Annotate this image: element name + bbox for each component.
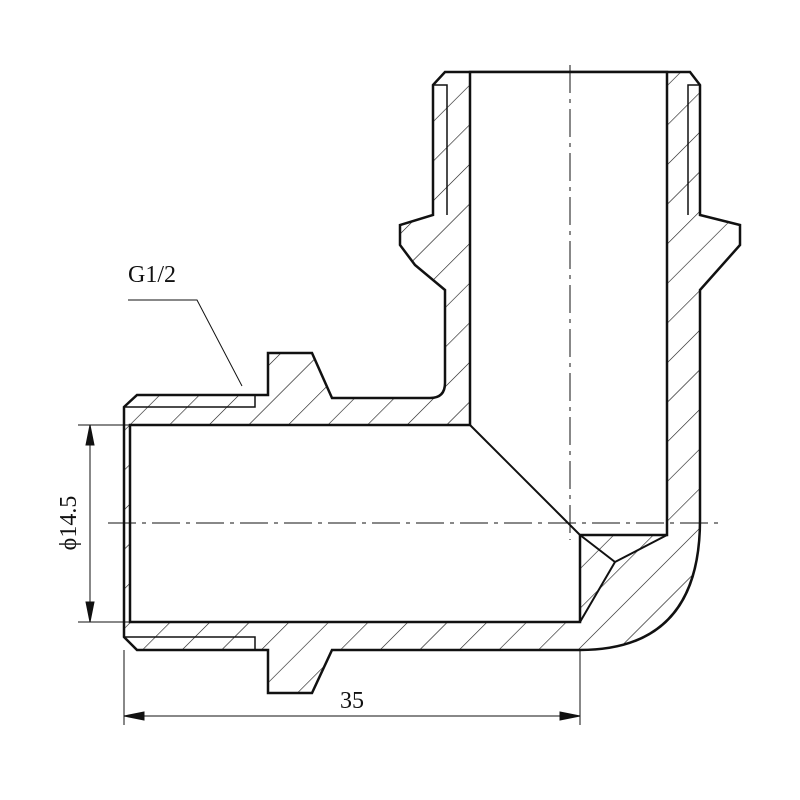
thread-label: G1/2 [128, 262, 176, 288]
bore-diagonal [469, 424, 581, 536]
length-label: 35 [340, 688, 364, 714]
length-dimension [123, 650, 581, 725]
centerlines [108, 65, 720, 540]
diameter-dimension [78, 424, 130, 623]
cone-tip [579, 534, 668, 623]
diameter-label: ϕ14.5 [56, 496, 82, 551]
thread-leader-line [128, 299, 243, 387]
